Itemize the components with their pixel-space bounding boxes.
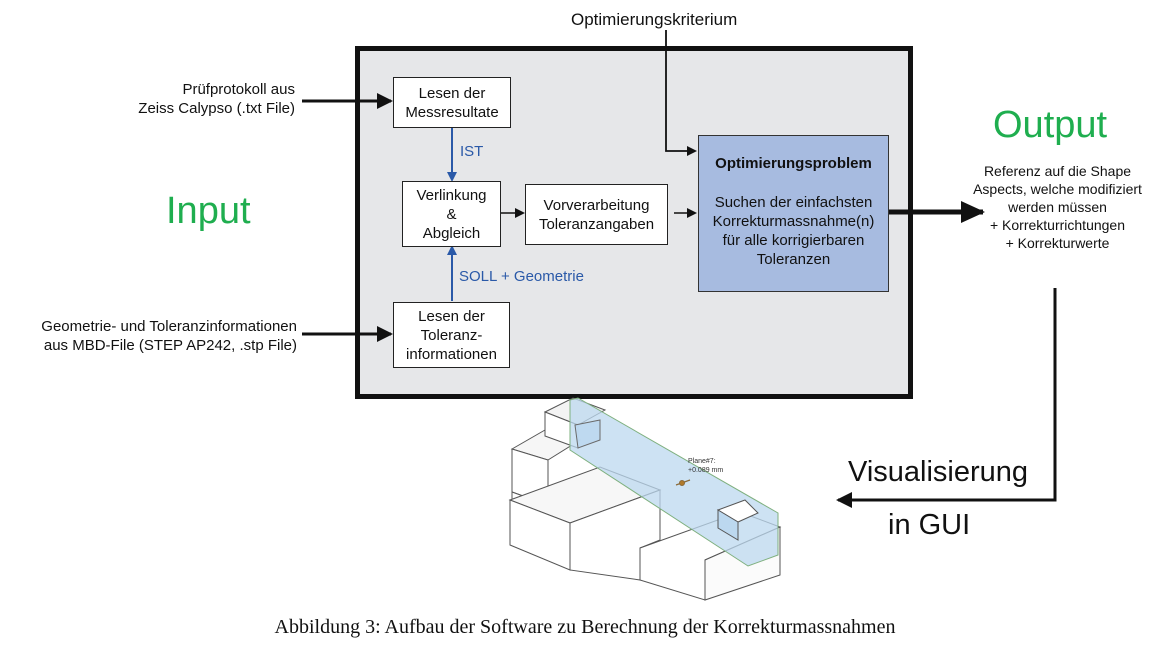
cad-plane-value: +0.089 mm — [688, 467, 724, 474]
input-top-line1: Prüfprotokoll aus — [182, 81, 295, 98]
read-tolerances-box: Lesen der Toleranz- informationen — [393, 302, 510, 368]
read-results-line2: Messresultate — [405, 103, 499, 121]
output-description: Referenz auf die Shape Aspects, welche m… — [955, 162, 1160, 252]
criterion-label: Optimierungskriterium — [571, 10, 738, 29]
input-bottom-line2: aus MBD-File (STEP AP242, .stp File) — [43, 337, 297, 354]
figure-caption: Abbildung 3: Aufbau der Software zu Bere… — [274, 616, 896, 638]
ist-label: IST — [460, 143, 484, 160]
read-tolerances-line2: Toleranz- — [420, 326, 483, 344]
output-line4: + Korrekturrichtungen — [989, 217, 1126, 233]
read-results-line1: Lesen der — [418, 84, 486, 102]
visualization-arrow — [836, 288, 1057, 508]
read-tolerances-line1: Lesen der — [418, 307, 485, 325]
output-line1: Referenz auf die Shape — [983, 163, 1132, 179]
optimization-line4: Toleranzen — [756, 251, 831, 268]
soll-label: SOLL + Geometrie — [459, 268, 584, 285]
input-heading: Input — [166, 190, 251, 232]
input-bottom-line1: Geometrie- und Toleranzinformationen — [41, 318, 297, 335]
optimization-title: Optimierungsproblem — [715, 155, 872, 172]
preprocess-line1: Vorverarbeitung — [543, 196, 650, 214]
optimization-line1: Suchen der einfachsten — [714, 194, 873, 211]
input-top-label: Prüfprotokoll aus Zeiss Calypso (.txt Fi… — [60, 80, 295, 118]
link-box: Verlinkung & Abgleich — [402, 181, 501, 247]
link-line1: Verlinkung — [416, 186, 487, 204]
link-line3: Abgleich — [422, 224, 481, 242]
optimization-line3: für alle korrigierbaren — [722, 232, 865, 249]
read-results-box: Lesen der Messresultate — [393, 77, 511, 128]
optimization-box: Optimierungsproblem Suchen der einfachst… — [698, 135, 889, 292]
output-line2: Aspects, welche modifiziert — [973, 181, 1142, 197]
output-line5: + Korrekturwerte — [1005, 235, 1110, 251]
read-tolerances-line3: informationen — [406, 345, 497, 363]
input-bottom-label: Geometrie- und Toleranzinformationen aus… — [5, 317, 297, 355]
preprocess-box: Vorverarbeitung Toleranzangaben — [525, 184, 668, 245]
cad-model-illustration — [508, 397, 782, 601]
criterion-arrow — [665, 30, 697, 156]
output-heading: Output — [993, 104, 1108, 146]
cad-plane-label: Plane#7: — [688, 458, 716, 465]
preprocess-line2: Toleranzangaben — [538, 215, 655, 233]
visualization-line2: in GUI — [888, 509, 971, 541]
input-top-line2: Zeiss Calypso (.txt File) — [138, 100, 295, 117]
visualization-line1: Visualisierung — [848, 456, 1029, 488]
optimization-line2: Korrekturmassnahme(n) — [712, 213, 875, 230]
link-line2: & — [446, 205, 457, 223]
output-line3: werden müssen — [1008, 199, 1107, 215]
